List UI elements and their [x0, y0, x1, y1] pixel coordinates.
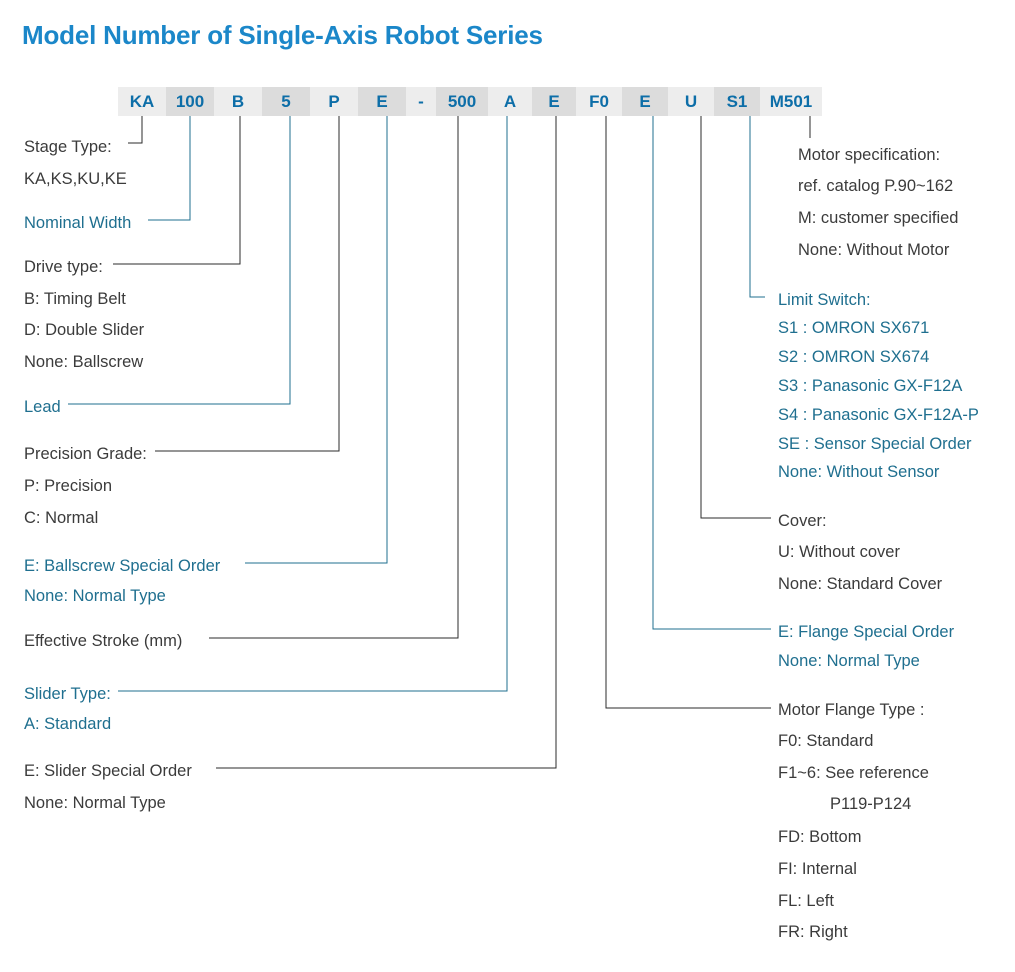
label-drive-b: B: Timing Belt [24, 290, 126, 308]
label-motor-m: M: customer specified [798, 209, 959, 227]
label-slider-type: Slider Type: [24, 685, 111, 703]
wire-limit-switch [749, 116, 765, 298]
wire-effective-stroke [209, 116, 459, 639]
label-flange-f0: F0: Standard [778, 732, 874, 750]
label-ballscrew-none: None: Normal Type [24, 587, 166, 605]
label-stage-type-values: KA,KS,KU,KE [24, 170, 127, 188]
label-motor-ref: ref. catalog P.90~162 [798, 177, 954, 195]
code-cell-8: A [488, 87, 532, 116]
label-drive-none: None: Ballscrew [24, 353, 144, 371]
label-effective-stroke: Effective Stroke (mm) [24, 632, 183, 650]
wire-slider-type [118, 116, 508, 692]
label-limit-s1: S1 : OMRON SX671 [778, 319, 930, 337]
wire-flange-special [652, 116, 771, 630]
wire-nominal-width [148, 116, 191, 221]
wire-drive-type [113, 116, 241, 265]
label-slider-special: E: Slider Special Order [24, 762, 192, 780]
label-ballscrew-special: E: Ballscrew Special Order [24, 557, 221, 575]
label-stage-type: Stage Type: [24, 138, 112, 156]
label-precision-p: P: Precision [24, 477, 113, 495]
label-motor-spec: Motor specification: [798, 146, 941, 164]
wire-ballscrew-special [245, 116, 388, 564]
wire-slider-special [216, 116, 557, 769]
code-cell-10: F0 [576, 87, 622, 116]
label-drive-type: Drive type: [24, 258, 103, 276]
label-cover: Cover: [778, 512, 827, 530]
code-cell-9: E [532, 87, 576, 116]
label-slider-none: None: Normal Type [24, 794, 166, 812]
label-flange-fd: FD: Bottom [778, 828, 862, 846]
label-precision-grade: Precision Grade: [24, 445, 147, 463]
code-cell-5: E [358, 87, 406, 116]
label-limit-none: None: Without Sensor [778, 463, 940, 481]
wire-stage-type [128, 116, 143, 144]
code-cell-1: 100 [166, 87, 214, 116]
label-flange-special: E: Flange Special Order [778, 623, 955, 641]
label-flange-fi: FI: Internal [778, 860, 857, 878]
label-limit-s3: S3 : Panasonic GX-F12A [778, 377, 963, 395]
label-cover-u: U: Without cover [778, 543, 900, 561]
label-drive-d: D: Double Slider [24, 321, 145, 339]
label-flange-pages: P119-P124 [830, 795, 912, 813]
page-title: Model Number of Single-Axis Robot Series [22, 20, 543, 50]
label-motor-none: None: Without Motor [798, 241, 950, 259]
wire-precision-grade [155, 116, 340, 452]
label-slider-a: A: Standard [24, 715, 112, 733]
label-limit-se: SE : Sensor Special Order [778, 435, 972, 453]
wire-cover [700, 116, 771, 519]
label-limit-switch: Limit Switch: [778, 291, 871, 309]
label-limit-s4: S4 : Panasonic GX-F12A-P [778, 406, 979, 424]
label-precision-c: C: Normal [24, 509, 99, 527]
code-cell-7: 500 [436, 87, 488, 116]
label-flange-fr: FR: Right [778, 923, 848, 941]
label-cover-none: None: Standard Cover [778, 575, 943, 593]
code-cell-3: 5 [262, 87, 310, 116]
wire-lead [68, 116, 291, 405]
label-limit-s2: S2 : OMRON SX674 [778, 348, 930, 366]
code-cell-13: S1 [714, 87, 760, 116]
code-cell-14: M501 [760, 87, 822, 116]
code-cell-6: - [406, 87, 436, 116]
code-cell-0: KA [118, 87, 166, 116]
code-cell-12: U [668, 87, 714, 116]
code-cell-2: B [214, 87, 262, 116]
label-flange-none: None: Normal Type [778, 652, 920, 670]
code-cell-4: P [310, 87, 358, 116]
code-cell-11: E [622, 87, 668, 116]
label-motor-flange-type: Motor Flange Type : [778, 701, 925, 719]
label-flange-f16: F1~6: See reference [778, 764, 929, 782]
label-flange-fl: FL: Left [778, 892, 834, 910]
label-nominal-width: Nominal Width [24, 214, 132, 232]
label-lead: Lead [24, 398, 61, 416]
wire-motor-flange-type [605, 116, 771, 709]
